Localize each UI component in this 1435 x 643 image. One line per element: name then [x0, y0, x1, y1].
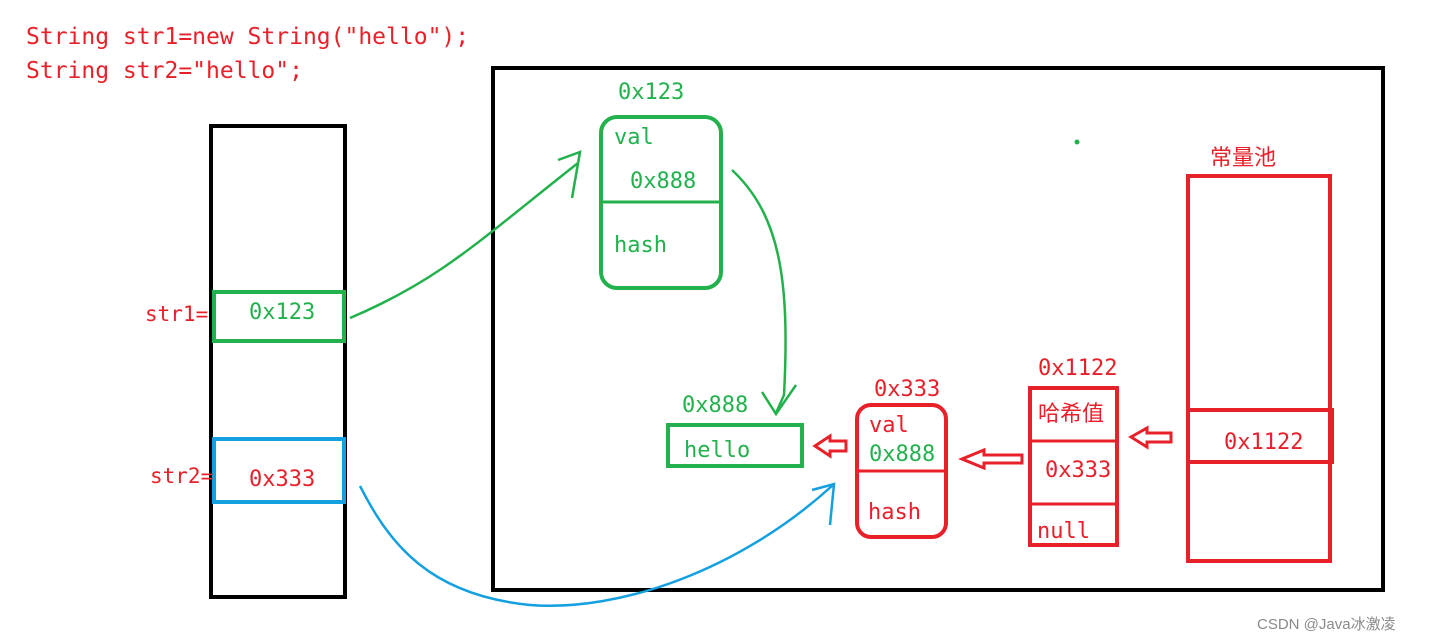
object2-val-ref: 0x888	[869, 442, 936, 467]
constant-pool-title: 常量池	[1210, 146, 1277, 171]
str1-value: 0x123	[249, 300, 316, 325]
node-address: 0x1122	[1038, 356, 1118, 381]
object2-field-hash: hash	[868, 500, 921, 525]
heap-dot	[1074, 139, 1080, 145]
node-ref: 0x333	[1045, 458, 1112, 483]
hash-node	[1028, 386, 1119, 547]
char-array-box	[666, 423, 804, 468]
stack-slot-str2	[212, 437, 346, 504]
stack-slot-str1	[212, 290, 346, 343]
object1-field-hash: hash	[614, 233, 667, 258]
arrow-str1-to-object	[349, 162, 579, 320]
object1-field-val: val	[614, 125, 654, 150]
object1-address: 0x123	[618, 80, 685, 105]
code-line-2: String str2="hello";	[26, 58, 303, 84]
str1-label: str1=	[145, 302, 209, 326]
char-array-content: hello	[684, 438, 751, 463]
object2-field-val: val	[869, 413, 909, 438]
arrow-object2-to-hello	[812, 433, 848, 459]
char-array-address: 0x888	[682, 393, 749, 418]
constant-pool-entry-value: 0x1122	[1224, 430, 1304, 455]
stack-frame	[209, 124, 347, 599]
node-hash-label: 哈希值	[1038, 402, 1105, 427]
string-object-2	[855, 403, 948, 539]
arrow-str1-to-object-head	[557, 150, 582, 199]
constant-pool	[1186, 174, 1332, 563]
str2-value: 0x333	[249, 467, 316, 492]
object2-address: 0x333	[874, 377, 941, 402]
constant-pool-entry	[1186, 408, 1334, 464]
code-line-1: String str1=new String("hello");	[26, 24, 470, 50]
heap-frame	[491, 66, 1385, 592]
watermark: CSDN @Java冰激凌	[1257, 616, 1396, 633]
str2-label: str2=	[150, 464, 214, 488]
object1-val-ref: 0x888	[630, 169, 697, 194]
arrow-val-to-hello-head	[760, 384, 798, 417]
arrow-node-to-object2	[958, 447, 1024, 471]
arrow-val-to-hello	[731, 169, 787, 414]
arrow-str2-to-object-head	[811, 482, 836, 526]
node-next: null	[1037, 519, 1090, 544]
arrow-str2-to-object	[358, 484, 834, 607]
arrow-pool-to-node	[1128, 425, 1173, 450]
